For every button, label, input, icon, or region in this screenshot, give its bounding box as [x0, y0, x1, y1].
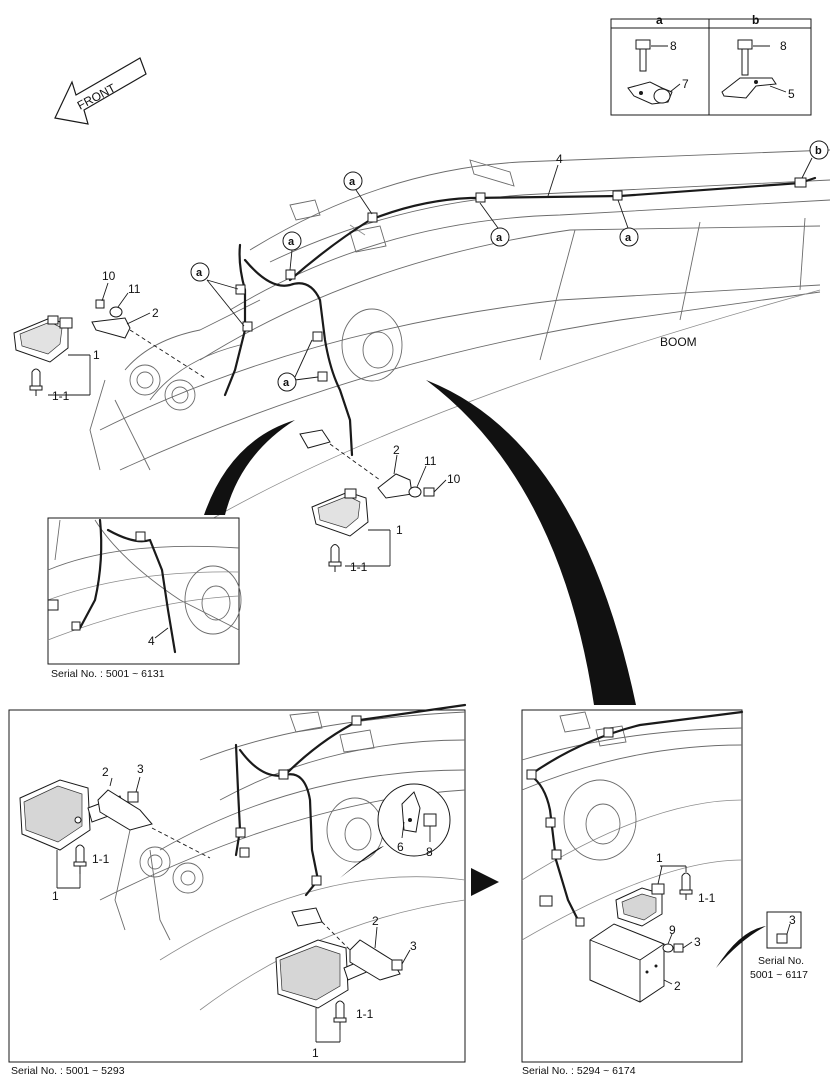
inset-serial: Serial No. : 5001 ~ 6131 [51, 668, 165, 680]
panel-right-note-line1: Serial No. [758, 955, 804, 967]
boom-label: BOOM [660, 335, 697, 349]
harness-lower-branch [243, 258, 354, 457]
panel-right-serial: Serial No. : 5294 ~ 6174 [522, 1065, 636, 1077]
panel-left-bottom-bolt-label: 3 [410, 939, 417, 953]
svg-text:a: a [196, 267, 203, 279]
panel-right-bolt-label: 3 [694, 935, 701, 949]
lamp-right-main [299, 429, 435, 572]
swoosh-to-right-panel [426, 380, 636, 705]
svg-text:a: a [283, 377, 290, 389]
panel-left-bottom-bracket-label: 2 [372, 914, 379, 928]
panel-left-serial: Serial No. : 5001 ~ 5293 [11, 1065, 125, 1077]
legend-a-drawing [627, 39, 673, 105]
callout-b: b [801, 140, 829, 179]
panel-left-top-bulb-label: 1-1 [92, 852, 110, 866]
legend-b-drawing [721, 39, 777, 99]
front-arrow: FRONT [54, 57, 147, 125]
panel-right-lamp-label: 1 [656, 851, 663, 865]
harness-label: 4 [556, 152, 563, 166]
panel-left-top-bracket-label: 2 [102, 765, 109, 779]
legend-box: a b 8 7 8 5 [610, 13, 812, 116]
lamp-right-lamp-label: 1 [396, 523, 403, 537]
legend-b-header: b [752, 13, 759, 27]
callout-a-3: a [190, 262, 245, 327]
lamp-left-bolt-label: 10 [102, 269, 116, 283]
panel-left [8, 703, 467, 1063]
panel-left-bottom-bulb-label: 1-1 [356, 1007, 374, 1021]
callout-a-5: a [479, 202, 510, 247]
svg-text:a: a [496, 232, 503, 244]
inset-harness-label: 4 [148, 634, 155, 648]
harness-clamps [235, 177, 807, 382]
legend-a-clip-label: 7 [682, 77, 689, 91]
svg-text:a: a [625, 232, 632, 244]
legend-b-bolt-label: 8 [780, 39, 787, 53]
panel-left-top-bolt-label: 3 [137, 762, 144, 776]
lamp-left-bracket-label: 2 [152, 306, 159, 320]
callout-a-1: a [343, 171, 373, 215]
lamp-right-bracket-label: 2 [393, 443, 400, 457]
swoosh-to-inset [204, 420, 295, 515]
svg-text:b: b [815, 145, 822, 157]
panel-left-detail-bracket-label: 6 [397, 840, 404, 854]
lamp-left-bulb-label: 1-1 [52, 389, 70, 403]
legend-a-header: a [656, 13, 663, 27]
legend-a-bolt-label: 8 [670, 39, 677, 53]
harness-left-branch [223, 243, 247, 397]
panel-right-note-line2: 5001 ~ 6117 [750, 969, 808, 981]
panel-left-detail-bolt-label: 8 [426, 845, 433, 859]
callout-a-4: a [277, 339, 319, 392]
panel-left-top-lamp-label: 1 [52, 889, 59, 903]
panel-right-washer-label: 9 [669, 923, 676, 937]
callout-a-6: a [617, 199, 639, 247]
lamp-right-bolt-label: 10 [447, 472, 461, 486]
panel-right-guard-label: 2 [674, 979, 681, 993]
panel-right [521, 709, 802, 1063]
lamp-right-bulb-label: 1-1 [350, 560, 368, 574]
boom-outline [89, 149, 831, 521]
panel-right-bulb-label: 1-1 [698, 891, 716, 905]
panel-right-note-part-label: 3 [789, 913, 796, 927]
lamp-left-washer-label: 11 [128, 282, 141, 296]
callout-a-2: a [282, 231, 302, 271]
svg-text:a: a [288, 236, 295, 248]
lamp-right-washer-label: 11 [424, 454, 437, 468]
panel-arrow [471, 868, 499, 896]
svg-text:a: a [349, 176, 356, 188]
lamp-left-lamp-label: 1 [93, 348, 100, 362]
inset-small: 4 [47, 517, 242, 665]
panel-left-bottom-lamp-label: 1 [312, 1046, 319, 1060]
legend-b-bracket-label: 5 [788, 87, 795, 101]
lamp-left-main [13, 299, 206, 396]
